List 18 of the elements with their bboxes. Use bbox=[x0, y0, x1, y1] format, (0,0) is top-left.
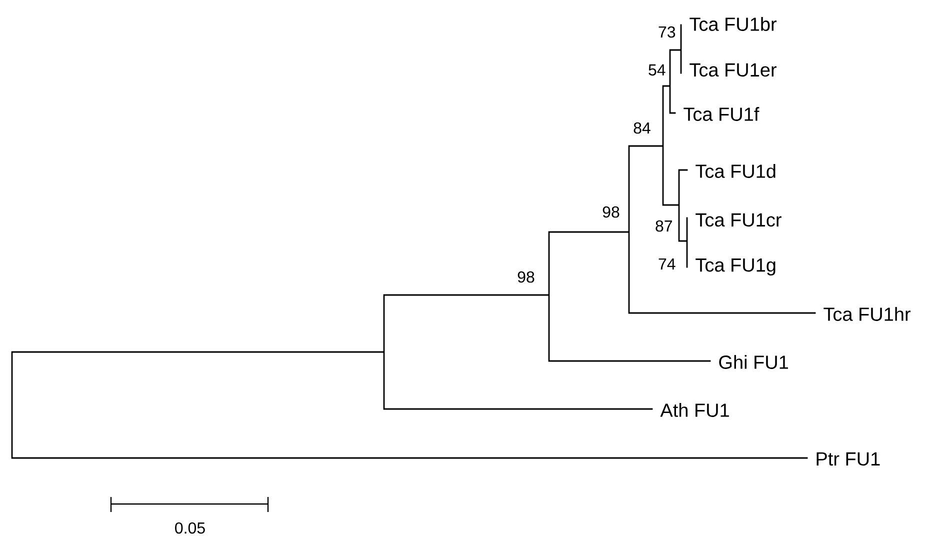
bootstrap-value: 84 bbox=[634, 122, 650, 134]
leaf-label: Tca FU1hr bbox=[824, 307, 910, 321]
bootstrap-value: 98 bbox=[518, 271, 534, 283]
bootstrap-value: 73 bbox=[658, 26, 676, 38]
leaf-label: Ath FU1 bbox=[660, 403, 729, 417]
leaf-label: Ghi FU1 bbox=[719, 355, 788, 369]
leaf-label: Tca FU1cr bbox=[696, 213, 782, 227]
bootstrap-value: 87 bbox=[656, 220, 672, 232]
leaf-label: Tca FU1d bbox=[696, 164, 776, 178]
bootstrap-value: 54 bbox=[648, 64, 666, 76]
leaf-label: Tca FU1f bbox=[684, 107, 760, 121]
bootstrap-value: 98 bbox=[602, 206, 620, 218]
leaf-label: Tca FU1er bbox=[690, 63, 776, 77]
scale-label: 0.05 bbox=[175, 522, 205, 534]
leaf-label: Tca FU1br bbox=[690, 17, 776, 31]
bootstrap-value: 74 bbox=[658, 258, 676, 270]
leaf-label: Ptr FU1 bbox=[816, 452, 880, 466]
leaf-label: Tca FU1g bbox=[696, 258, 776, 276]
